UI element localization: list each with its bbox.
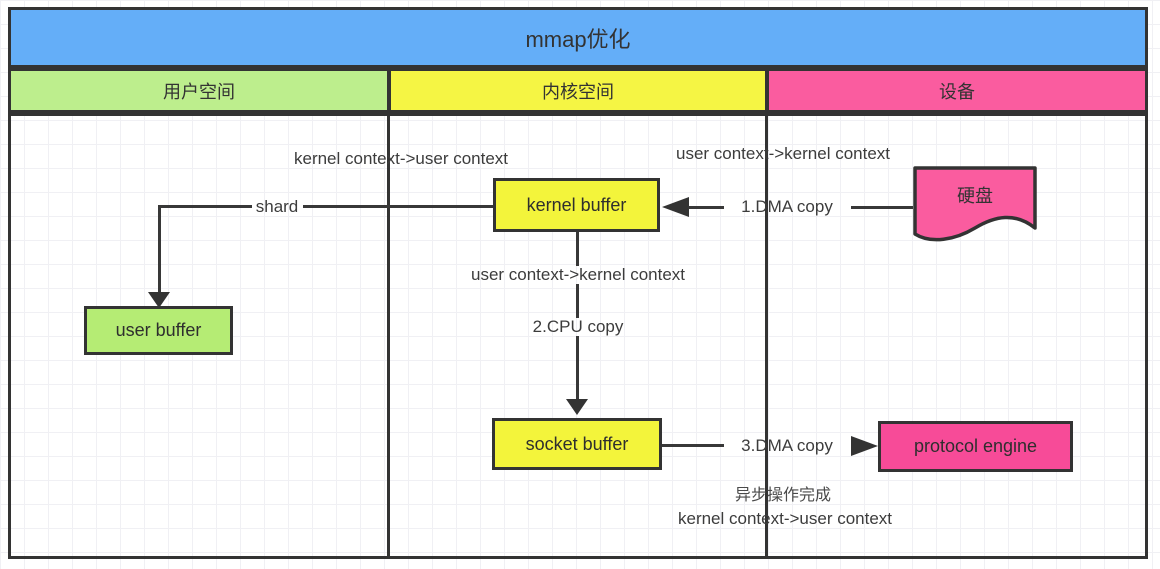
dma1-line-right-segment [851,206,913,209]
hard-disk-label: 硬盘 [957,186,993,206]
cpu2-line-segment-c [576,336,579,400]
kernel-buffer-node: kernel buffer [493,178,660,232]
diagram-title-bar: mmap优化 [8,7,1148,68]
arrowhead-down-socket-buffer [566,399,588,415]
cpu2-line-segment-a [576,232,579,266]
arrowhead-right-protocol-engine [851,436,878,456]
lane-body-frame [8,113,1148,559]
column-header-kernel-space-label: 内核空间 [542,81,614,102]
column-header-user-space-label: 用户空间 [163,81,235,102]
protocol-engine-label: protocol engine [913,436,1038,456]
annotation-context-switch-top-right: user context->kernel context [675,144,891,163]
annotation-context-switch-top-left: kernel context->user context [293,149,509,168]
lane-divider-user-kernel [387,113,390,559]
shard-line-vertical-segment [158,205,161,293]
user-buffer-node: user buffer [84,306,233,355]
column-header-device: 设备 [766,68,1148,113]
annotation-dma-copy-1: 1.DMA copy [741,197,833,216]
annotation-async-done: 异步操作完成 [734,487,832,504]
lane-divider-kernel-device [765,113,768,559]
dma3-line-segment [662,444,724,447]
socket-buffer-node: socket buffer [492,418,662,470]
document-shape-icon [913,166,1037,242]
diagram-title: mmap优化 [525,26,631,52]
column-header-device-label: 设备 [939,81,975,102]
annotation-cpu-copy-2: 2.CPU copy [532,317,624,336]
annotation-context-switch-mid: user context->kernel context [470,265,686,284]
arrowhead-left-kernel-buffer [662,197,689,217]
hard-disk-node: 硬盘 [913,166,1037,244]
kernel-buffer-label: kernel buffer [526,194,627,215]
annotation-shard: shard [255,197,299,216]
column-header-user-space: 用户空间 [8,68,390,113]
column-header-kernel-space: 内核空间 [388,68,768,113]
annotation-dma-copy-3: 3.DMA copy [741,436,833,455]
socket-buffer-label: socket buffer [525,433,629,454]
shard-line-left-segment [160,205,252,208]
cpu2-line-segment-b [576,284,579,318]
shard-line-right-segment [303,205,493,208]
dma1-line-left-segment [688,206,724,209]
arrowhead-down-user-buffer [148,292,170,308]
user-buffer-label: user buffer [115,320,202,340]
protocol-engine-node: protocol engine [878,421,1073,472]
annotation-context-switch-bottom: kernel context->user context [677,509,893,528]
